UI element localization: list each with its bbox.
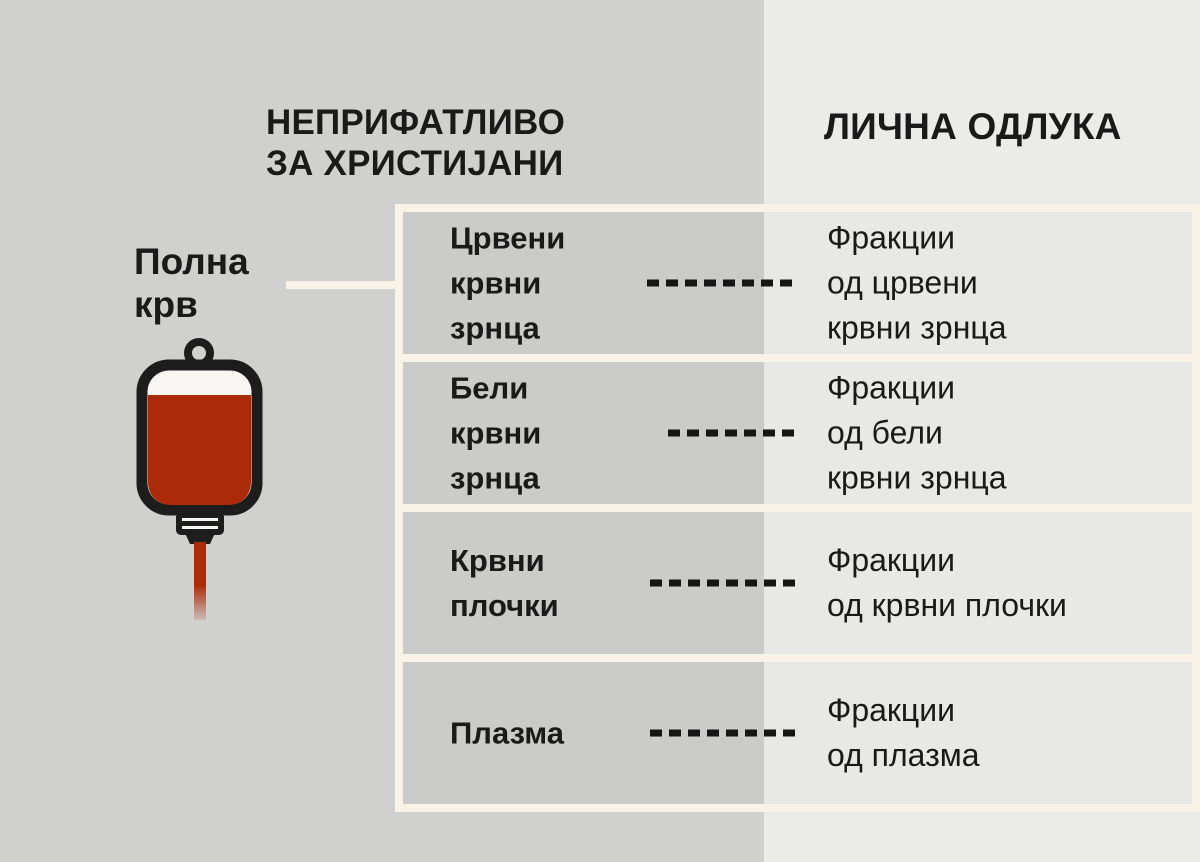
dashed-connector-line [668,429,794,437]
label-line: зрнца [450,310,540,346]
blood-components-table: Црвени крвни зрнца Фракции од црвени крв… [395,204,1200,812]
blood-component-label: Крвни плочки [450,538,559,628]
blood-fraction-label: Фракции од плазма [827,688,980,778]
bag-blood-fill [148,395,251,505]
dashed-connector-line [650,729,795,737]
whole-blood-label-line2: крв [134,284,198,325]
table-row-plasma: Плазма Фракции од плазма [403,662,1192,804]
label-line: зрнца [450,460,540,496]
label-line: крвни [450,415,542,451]
label-line: Фракции [827,219,955,256]
blood-fraction-label: Фракции од бели крвни зрнца [827,366,1007,501]
label-line: од бели [827,414,943,451]
label-line: Фракции [827,692,955,728]
unacceptable-header: НЕПРИФАТЛИВО ЗА ХРИСТИЈАНИ [266,102,565,184]
dashed-connector-line [647,279,792,287]
whole-blood-label: Полна крв [134,240,249,326]
table-row-red-cells: Црвени крвни зрнца Фракции од црвени крв… [403,212,1192,354]
whole-blood-connector-line [286,281,399,289]
blood-fraction-label: Фракции од крвни плочки [827,538,1067,628]
label-line: Бели [450,370,529,406]
label-line: Црвени [450,220,566,256]
label-line: Крвни [450,543,545,578]
label-line: од крвни плочки [827,587,1067,623]
table-row-white-cells: Бели крвни зрнца Фракции од бели крвни з… [403,362,1192,504]
label-line: од црвени [827,264,978,301]
label-line: Плазма [450,715,564,751]
label-line: крвни зрнца [827,309,1007,346]
label-line: плочки [450,588,559,623]
label-line: од плазма [827,737,980,773]
blood-component-label: Бели крвни зрнца [450,366,541,501]
blood-bag-icon [136,338,263,620]
unacceptable-header-line1: НЕПРИФАТЛИВО [266,103,566,142]
table-row-platelets: Крвни плочки Фракции од крвни плочки [403,512,1192,654]
label-line: Фракции [827,369,955,406]
personal-decision-header: ЛИЧНА ОДЛУКА [824,106,1122,147]
bag-port-collar [185,533,215,544]
label-line: крвни [450,265,542,301]
label-line: Фракции [827,542,955,578]
label-line: крвни зрнца [827,459,1007,496]
blood-component-label: Црвени крвни зрнца [450,216,565,351]
blood-component-label: Плазма [450,711,564,756]
blood-fraction-label: Фракции од црвени крвни зрнца [827,216,1007,351]
bag-tube [194,542,206,620]
whole-blood-label-line1: Полна [134,241,249,282]
unacceptable-header-line2: ЗА ХРИСТИЈАНИ [266,144,564,183]
dashed-connector-line [650,579,795,587]
